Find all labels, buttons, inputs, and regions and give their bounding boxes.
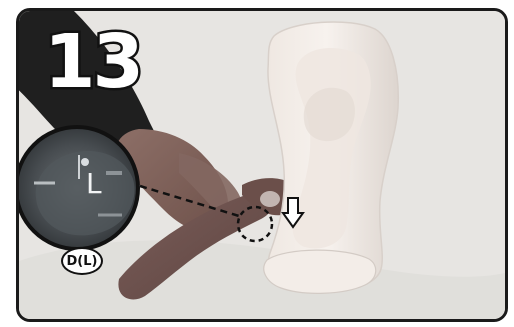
zoom-label: D(L) — [61, 247, 103, 275]
zoom-mark: L — [86, 170, 102, 198]
zoom-inset — [19, 127, 138, 249]
bottle-base — [264, 250, 376, 293]
step-number: 13 — [44, 25, 141, 99]
instruction-panel: 13 L D(L) — [16, 8, 508, 322]
